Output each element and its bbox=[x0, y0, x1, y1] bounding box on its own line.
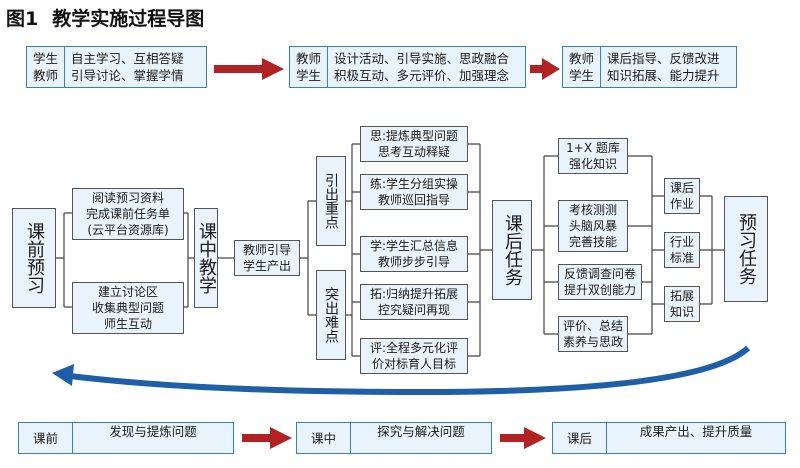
bottom-box-1: 课前 发现与提炼问题 bbox=[18, 422, 234, 454]
stage-text: 成果产出、提升质量 bbox=[639, 424, 753, 439]
top-box-3: 教师学生 课后指导、反馈改进知识拓展、能力提升 bbox=[562, 46, 737, 88]
step-box-think: 思:提炼典型问题 思考互动释疑 bbox=[360, 126, 468, 162]
preview-task-label: 预习任务 bbox=[736, 213, 757, 285]
step-box-practice: 练:学生分组实操 教师巡回指导 bbox=[360, 174, 468, 210]
step-line: 价对标育人目标 bbox=[371, 357, 456, 371]
output-line: 作业 bbox=[669, 197, 694, 211]
after-task-box-2: 考核测测 头脑风暴 完善技能 bbox=[558, 200, 628, 252]
after-task-line: 评价、总结 bbox=[562, 319, 623, 333]
output-box-knowledge: 拓展 知识 bbox=[664, 286, 700, 322]
line-2: 引导讨论、掌握学情 bbox=[71, 68, 184, 83]
step-line: 拓:归纳提升拓展 bbox=[369, 287, 459, 301]
role-top: 教师 bbox=[296, 51, 322, 66]
step-line: 思考互动释疑 bbox=[377, 145, 450, 159]
difficult-point-label: 突出难点 bbox=[323, 287, 339, 343]
pre-task-box-2: 建立讨论区 收集典型问题 师生互动 bbox=[72, 282, 184, 334]
figure-label: 图1 bbox=[6, 8, 39, 30]
pre-class-label: 课前预习 bbox=[24, 222, 45, 294]
role-top: 教师 bbox=[569, 51, 595, 66]
top-box-1: 学生教师 自主学习、互相答疑引导讨论、掌握学情 bbox=[26, 46, 207, 88]
line-2: 积极互动、多元评价、加强理念 bbox=[334, 68, 510, 83]
step-line: 教师步步引导 bbox=[377, 255, 450, 269]
top-box-2: 教师学生 设计活动、引导实施、思政融合积极互动、多元评价、加强理念 bbox=[289, 46, 526, 88]
step-line: 教师巡回指导 bbox=[377, 193, 450, 207]
output-line: 课后 bbox=[669, 181, 694, 195]
figure-title: 图1 教学实施过程导图 bbox=[6, 4, 218, 31]
stage-label: 课中 bbox=[297, 423, 352, 453]
after-task-line: 头脑风暴 bbox=[568, 219, 617, 233]
output-line: 标准 bbox=[669, 251, 694, 265]
after-class-label: 课后任务 bbox=[502, 214, 523, 286]
bottom-box-2: 课中 探究与解决问题 bbox=[296, 422, 492, 454]
role-bottom: 教师 bbox=[33, 68, 59, 83]
after-task-line: 反馈调查问卷 bbox=[563, 267, 636, 281]
stage-text: 发现与提炼问题 bbox=[109, 424, 197, 439]
preview-task-box: 预习任务 bbox=[724, 196, 768, 302]
key-point-box: 引出重点 bbox=[316, 156, 346, 246]
pre-class-box: 课前预习 bbox=[12, 208, 56, 308]
after-task-box-3: 反馈调查问卷 提升双创能力 bbox=[558, 264, 642, 300]
pre-task-line: 阅读预习资料 bbox=[91, 191, 164, 205]
step-box-evaluate: 评:全程多元化评 价对标育人目标 bbox=[360, 338, 468, 374]
after-task-line: 提升双创能力 bbox=[563, 283, 636, 297]
in-class-label: 课中教学 bbox=[196, 222, 217, 294]
output-box-homework: 课后 作业 bbox=[664, 178, 700, 214]
guide-line: 学生产出 bbox=[242, 259, 291, 273]
role-bottom: 学生 bbox=[296, 68, 322, 83]
pre-task-line: (云平台资源库) bbox=[87, 223, 169, 237]
output-line: 行业 bbox=[669, 235, 694, 249]
after-task-box-1: 1+X 题库 强化知识 bbox=[558, 138, 628, 174]
pre-task-line: 建立讨论区 bbox=[97, 285, 158, 299]
after-task-line: 素养与思政 bbox=[562, 335, 623, 349]
step-line: 评:全程多元化评 bbox=[369, 341, 459, 355]
bottom-box-3: 课后 成果产出、提升质量 bbox=[552, 422, 786, 454]
step-line: 思:提炼典型问题 bbox=[369, 129, 459, 143]
guide-line: 教师引导 bbox=[242, 243, 291, 257]
line-1: 自主学习、互相答疑 bbox=[71, 51, 184, 66]
after-task-line: 强化知识 bbox=[568, 157, 617, 171]
red-arrow-bottom-1 bbox=[242, 427, 292, 449]
role-bottom: 学生 bbox=[569, 68, 595, 83]
stage-label: 课前 bbox=[19, 423, 74, 453]
line-1: 设计活动、引导实施、思政融合 bbox=[334, 51, 510, 66]
stage-text: 探究与解决问题 bbox=[377, 424, 465, 439]
after-task-line: 考核测测 bbox=[568, 203, 617, 217]
output-box-standard: 行业 标准 bbox=[664, 232, 700, 268]
step-box-learn: 学:学生汇总信息 教师步步引导 bbox=[360, 236, 468, 272]
step-line: 控究疑问再现 bbox=[377, 303, 450, 317]
step-box-extend: 拓:归纳提升拓展 控究疑问再现 bbox=[360, 284, 468, 320]
output-line: 拓展 bbox=[669, 289, 694, 303]
difficult-point-box: 突出难点 bbox=[316, 270, 346, 360]
pre-task-line: 收集典型问题 bbox=[91, 301, 164, 315]
after-task-line: 完善技能 bbox=[568, 235, 617, 249]
line-2: 知识拓展、能力提升 bbox=[607, 68, 720, 83]
key-point-label: 引出重点 bbox=[323, 173, 339, 229]
stage-label: 课后 bbox=[553, 423, 608, 453]
after-class-box: 课后任务 bbox=[492, 200, 532, 300]
after-task-line: 1+X 题库 bbox=[566, 141, 620, 155]
figure-caption: 教学实施过程导图 bbox=[52, 8, 205, 30]
red-arrow-top-1 bbox=[214, 58, 284, 80]
teacher-guide-box: 教师引导 学生产出 bbox=[234, 240, 300, 276]
red-arrow-bottom-2 bbox=[500, 427, 546, 449]
step-line: 学:学生汇总信息 bbox=[369, 239, 459, 253]
pre-task-line: 师生互动 bbox=[103, 317, 152, 331]
pre-task-line: 完成课前任务单 bbox=[85, 207, 170, 221]
output-line: 知识 bbox=[669, 305, 694, 319]
role-top: 学生 bbox=[33, 51, 59, 66]
after-task-box-4: 评价、总结 素养与思政 bbox=[558, 316, 628, 352]
step-line: 练:学生分组实操 bbox=[369, 177, 459, 191]
in-class-box: 课中教学 bbox=[194, 208, 218, 308]
pre-task-box-1: 阅读预习资料 完成课前任务单 (云平台资源库) bbox=[72, 188, 184, 240]
red-arrow-top-2 bbox=[530, 58, 560, 80]
line-1: 课后指导、反馈改进 bbox=[607, 51, 720, 66]
